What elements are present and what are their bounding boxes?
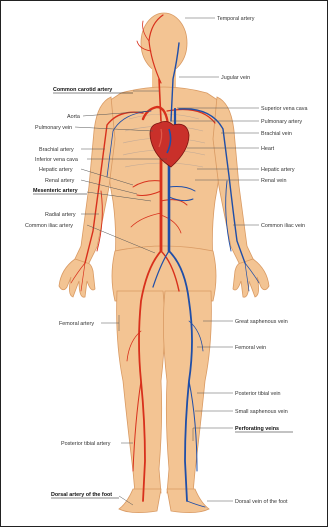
label-hepatic-artery-left: Hepatic artery: [39, 167, 73, 173]
label-mesenteric-artery: Mesenteric artery: [33, 188, 78, 194]
label-dorsal-artery-of-foot: Dorsal artery of the foot: [51, 492, 112, 498]
label-renal-vein: Renal vein: [261, 178, 286, 184]
label-pulmonary-artery: Pulmonary artery: [261, 119, 302, 125]
label-pulmonary-vein: Pulmonary vein: [35, 125, 72, 131]
head: [141, 13, 187, 73]
label-jugular-vein: Jugular vein: [221, 75, 250, 81]
label-small-saphenous-vein: Small saphenous vein: [235, 409, 288, 415]
label-brachial-vein: Brachial vein: [261, 131, 292, 137]
label-femoral-artery: Femoral artery: [59, 321, 94, 327]
label-great-saphenous-vein: Great saphenous vein: [235, 319, 288, 325]
label-common-iliac-artery: Common iliac artery: [25, 223, 73, 229]
label-common-iliac-vein: Common iliac vein: [261, 223, 305, 229]
left-foot: [119, 489, 161, 513]
left-hand: [59, 259, 95, 297]
label-radial-artery: Radial artery: [45, 212, 76, 218]
label-femoral-vein: Femoral vein: [235, 345, 266, 351]
label-dorsal-vein-of-foot: Dorsal vein of the foot: [235, 499, 288, 505]
label-temporal-artery: Temporal artery: [217, 16, 255, 22]
label-heart: Heart: [261, 146, 275, 152]
label-hepatic-artery-right: Hepatic artery: [261, 167, 295, 173]
label-posterior-tibial-artery: Posterior tibial artery: [61, 441, 111, 447]
label-brachial-artery: Brachial artery: [39, 147, 74, 153]
right-foot: [167, 489, 209, 513]
label-renal-artery: Renal artery: [45, 178, 75, 184]
label-common-carotid-artery: Common carotid artery: [53, 87, 112, 93]
label-superior-vena-cava: Superior vena cava: [261, 106, 307, 112]
label-perforating-veins: Perforating veins: [235, 426, 279, 432]
label-aorta: Aorta: [67, 114, 80, 120]
right-hand: [233, 259, 269, 297]
left-leg: [117, 291, 165, 493]
label-inferior-vena-cava: Inferior vena cava: [35, 157, 78, 163]
label-posterior-tibial-vein: Posterior tibial vein: [235, 391, 281, 397]
